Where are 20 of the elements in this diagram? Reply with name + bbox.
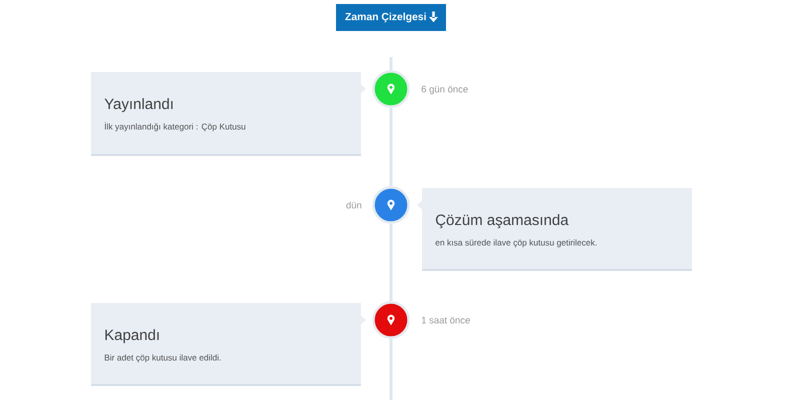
card-title: Çözüm aşamasında (436, 214, 569, 228)
timeline-line (390, 57, 392, 70)
time-label: 6 gün önce (422, 86, 468, 94)
timeline-line (390, 338, 392, 400)
time-label: dün (346, 202, 362, 208)
timeline-line (390, 224, 392, 302)
timeline-card (91, 72, 366, 156)
card-title: Yayınlandı (104, 98, 173, 112)
card-text: İlk yayınlandığı kategori : Çöp Kutusu (104, 122, 246, 132)
timeline-card (91, 303, 366, 386)
timeline-line (390, 108, 392, 186)
timeline-card (417, 188, 692, 271)
time-label: 1 saat önce (422, 316, 470, 324)
card-text: Bir adet çöp kutusu ilave edildi. (104, 354, 221, 362)
card-title: Kapandı (105, 329, 159, 344)
marker-circle (372, 186, 410, 224)
marker-circle (372, 70, 410, 108)
button: Zaman Çizelgesi (336, 4, 446, 31)
marker-circle (372, 301, 410, 339)
card-text: en kısa sürede ilave çöp kutusu getirilecek. (436, 239, 596, 248)
